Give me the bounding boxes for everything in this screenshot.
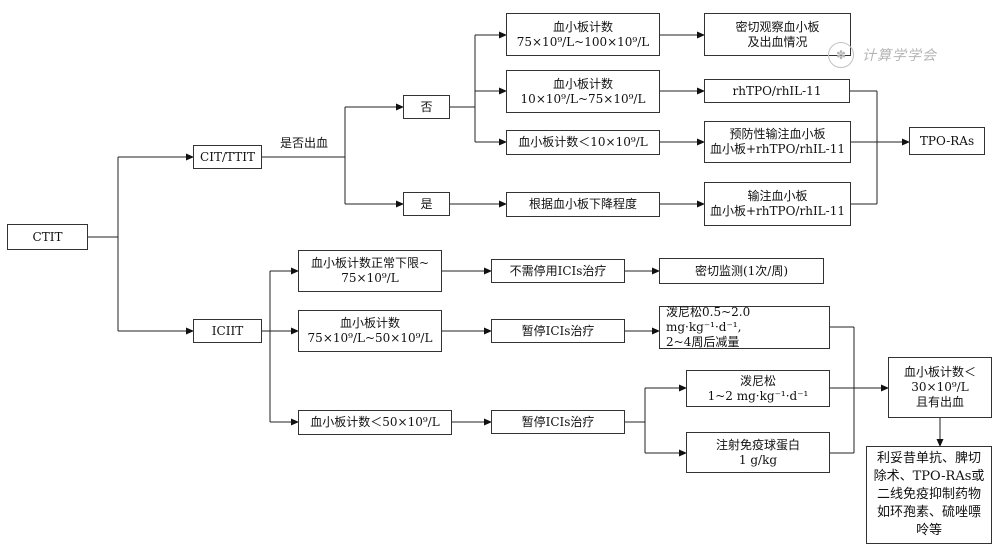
platelet-drop-degree-node: 根据血小板下降程度 (506, 192, 660, 217)
watermark-text: 计算学学会 (862, 48, 937, 64)
prednisone-taper-node: 泼尼松0.5~2.0 mg·kg⁻¹·d⁻¹, 2~4周后减量 (659, 305, 830, 349)
observe-platelet-node: 密切观察血小板 及出血情况 (704, 13, 851, 56)
rhtpo-node: rhTPO/rhIL-11 (704, 79, 850, 103)
society-seal-icon: ✽ (828, 42, 854, 68)
bleeding-node: 是 (403, 192, 450, 216)
no-bleeding-node: 否 (403, 95, 450, 119)
pause-ici-node-1: 暂停ICIs治疗 (491, 319, 625, 343)
platelet-10-75-node: 血小板计数 10×10⁹/L~75×10⁹/L (506, 70, 660, 113)
tpo-ras-node: TPO-RAs (909, 127, 985, 155)
platelet-75-100-node: 血小板计数 75×10⁹/L~100×10⁹/L (506, 13, 660, 56)
weekly-monitor-node: 密切监测(1次/周) (659, 258, 824, 284)
iciit-node: ICIIT (193, 319, 262, 343)
platelet-below-50-node: 血小板计数＜50×10⁹/L (298, 410, 452, 435)
no-stop-ici-node: 不需停用ICIs治疗 (491, 259, 625, 283)
severe-bleeding-node: 血小板计数＜ 30×10⁹/L 且有出血 (888, 357, 992, 418)
platelet-transfusion-node: 输注血小板 血小板+rhTPO/rhIL-11 (704, 182, 851, 226)
pause-ici-node-2: 暂停ICIs治疗 (491, 410, 625, 434)
watermark: ✽ 计算学学会 (828, 42, 937, 68)
prednisone-node: 泼尼松 1~2 mg·kg⁻¹·d⁻¹ (686, 370, 830, 407)
ctit-node: CTIT (7, 224, 88, 250)
prophylactic-transfusion-node: 预防性输注血小板 血小板+rhTPO/rhIL-11 (704, 121, 851, 163)
ivig-node: 注射免疫球蛋白 1 g/kg (686, 432, 830, 473)
cit-ttit-node: CIT/TTIT (193, 145, 262, 169)
platelet-75-50-node: 血小板计数 75×10⁹/L~50×10⁹/L (298, 310, 442, 352)
platelet-below-10-node: 血小板计数＜10×10⁹/L (506, 130, 660, 155)
second-line-therapy-node: 利妥昔单抗、脾切 除术、TPO-RAs或 二线免疫抑制药物 如环孢素、硫唑嘌 呤… (866, 446, 992, 544)
bleeding-question-label: 是否出血 (280, 136, 329, 150)
platelet-normal-75-node: 血小板计数正常下限~ 75×10⁹/L (298, 250, 442, 292)
